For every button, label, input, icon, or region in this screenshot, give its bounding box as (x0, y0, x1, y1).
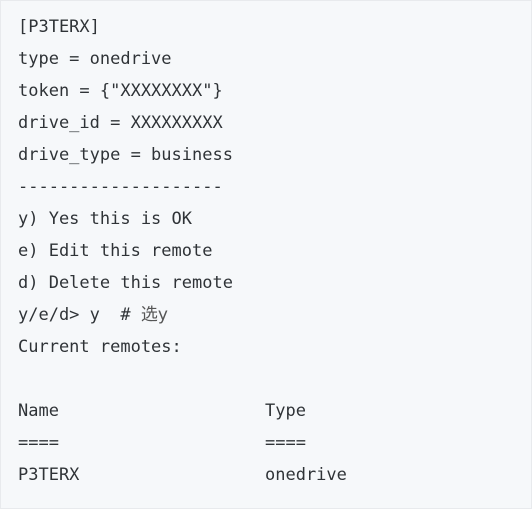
config-token-line: token = {"XXXXXXXX"} (18, 81, 223, 101)
prompt-text: y/e/d> y # (18, 305, 141, 325)
header-name: Name (18, 401, 59, 421)
config-section-header: [P3TERX] (18, 17, 100, 37)
config-type-line: type = onedrive (18, 49, 172, 69)
prompt-line: y/e/d> y # 选y (18, 299, 531, 331)
blank-line (18, 363, 531, 395)
option-edit: e) Edit this remote (18, 241, 213, 261)
table-row: P3TERX onedrive (18, 459, 531, 491)
table-header-row: Name Type (18, 395, 531, 427)
remote-name: P3TERX (18, 465, 80, 485)
remote-type: onedrive (265, 465, 347, 485)
current-remotes-label: Current remotes: (18, 337, 182, 357)
config-drive-type-line: drive_type = business (18, 145, 233, 165)
option-yes: y) Yes this is OK (18, 209, 192, 229)
separator-line: -------------------- (18, 177, 223, 197)
header-type: Type (265, 401, 306, 421)
config-drive-id-line: drive_id = XXXXXXXXX (18, 113, 223, 133)
separator-type: ==== (265, 433, 306, 453)
prompt-comment: 选y (140, 305, 168, 325)
separator-name: ==== (18, 433, 59, 453)
table-separator-row: ==== ==== (18, 427, 531, 459)
option-delete: d) Delete this remote (18, 273, 233, 293)
